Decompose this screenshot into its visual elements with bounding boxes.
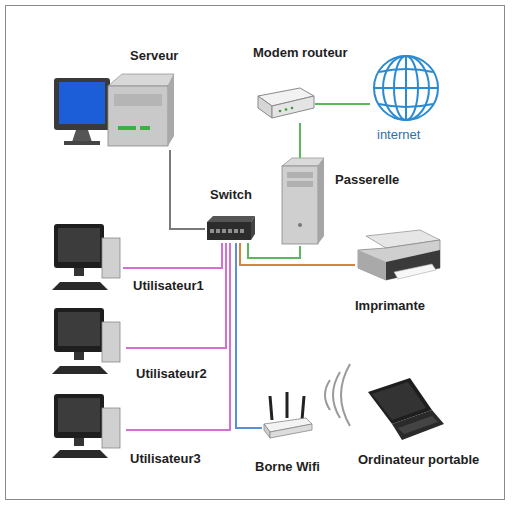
network-cable	[236, 243, 262, 428]
modem-router-node: Modem routeur	[255, 85, 315, 123]
network-cable	[123, 243, 222, 268]
network-cable	[170, 150, 205, 229]
device-label: Passerelle	[335, 172, 399, 187]
network-cable	[240, 243, 355, 265]
network-cable	[126, 243, 226, 348]
internet-globe	[374, 56, 438, 120]
wifi-waves	[325, 364, 350, 426]
switch-node: Switch	[205, 215, 256, 243]
device-label: internet	[377, 127, 420, 142]
wifi-access-point	[264, 392, 312, 438]
device-label: Utilisateur3	[130, 451, 201, 466]
network-cable	[315, 103, 370, 105]
network-cable	[299, 123, 301, 158]
wifi-access-point-node: Borne Wifi	[262, 390, 312, 440]
device-label: Serveur	[130, 48, 178, 63]
internet-node: internet	[370, 54, 442, 146]
device-label: Switch	[210, 187, 252, 202]
server-node: Serveur	[50, 72, 175, 150]
device-label: Borne Wifi	[255, 459, 320, 474]
server-tower	[108, 74, 174, 146]
device-label: Utilisateur1	[133, 278, 204, 293]
printer-node: Imprimante	[355, 228, 443, 288]
user-workstation-node: Utilisateur1	[48, 218, 123, 293]
printer-icon	[358, 230, 440, 280]
user-computer	[52, 308, 120, 374]
user-computer	[52, 394, 120, 458]
gateway-node: Passerelle	[280, 158, 325, 246]
user-computer	[52, 224, 120, 290]
device-label: Ordinateur portable	[358, 452, 479, 467]
modem-router-icon	[258, 88, 314, 118]
network-cable	[248, 243, 300, 258]
device-label: Modem routeur	[253, 45, 348, 60]
laptop-node: Ordinateur portable	[362, 375, 444, 443]
device-label: Utilisateur2	[136, 366, 207, 381]
switch-icon	[207, 216, 255, 240]
server-monitor	[54, 78, 110, 145]
laptop-icon	[368, 378, 444, 440]
device-label: Imprimante	[355, 298, 425, 313]
user-workstation-node: Utilisateur2	[48, 303, 126, 378]
gateway-tower	[282, 158, 324, 244]
user-workstation-node: Utilisateur3	[48, 390, 126, 462]
network-cable	[126, 243, 230, 430]
